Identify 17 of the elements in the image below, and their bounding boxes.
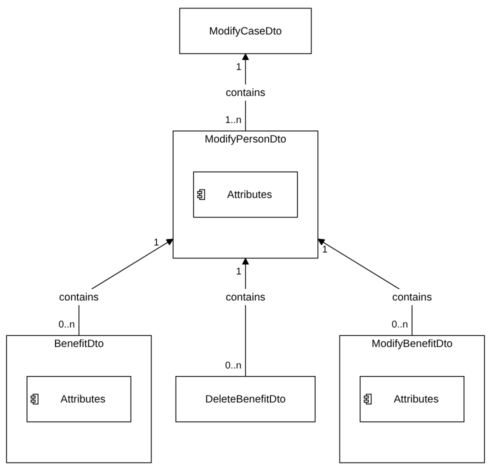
node-box: ModifyCaseDto	[179, 8, 312, 54]
multiplicity-label: 0..n	[392, 319, 408, 330]
edge-label: contains	[392, 290, 432, 303]
multiplicity-label: 1	[236, 266, 242, 278]
node-box: Attributes	[360, 376, 464, 422]
multiplicity-label: 0..n	[58, 319, 75, 330]
node-box: Attributes	[193, 171, 298, 218]
edge-label: contains	[226, 290, 266, 303]
edge-label: contains	[226, 86, 266, 98]
multiplicity-label: 1	[236, 62, 242, 74]
node-box: Attributes	[26, 376, 132, 422]
edge-label: contains	[59, 290, 99, 303]
multiplicity-label: 1	[154, 237, 160, 248]
multiplicity-label: 0..n	[225, 360, 242, 372]
multiplicity-label: 1..n	[225, 114, 242, 126]
node-box: DeleteBenefitDto	[175, 376, 316, 422]
multiplicity-label: 1	[322, 244, 328, 256]
